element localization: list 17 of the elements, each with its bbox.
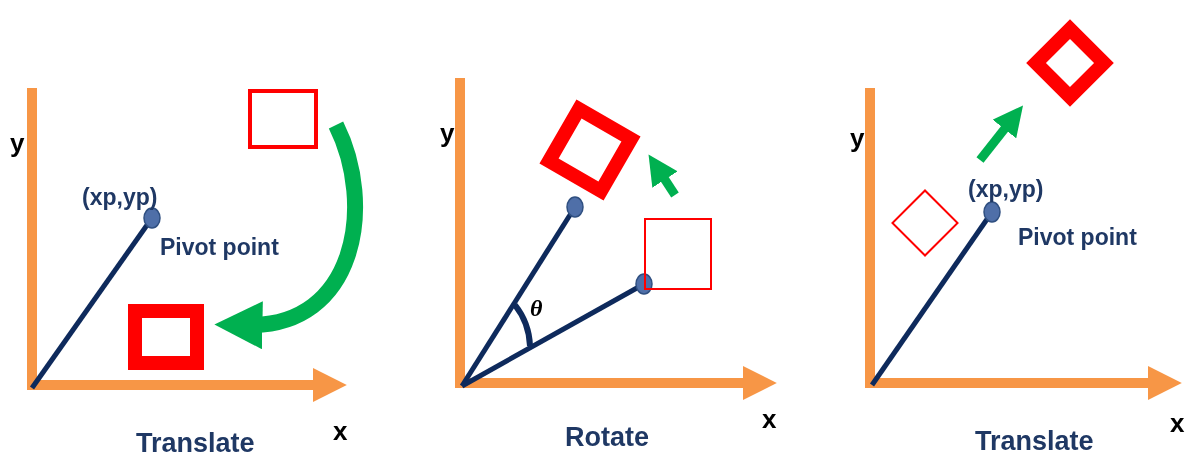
axis-label: x xyxy=(333,418,348,444)
pivot-label: Pivot point xyxy=(1018,226,1137,249)
axis-label: x xyxy=(1170,410,1185,436)
bold-square xyxy=(128,304,204,370)
caption: Translate xyxy=(975,428,1094,455)
axis-label: y xyxy=(440,120,455,146)
axis-label: y xyxy=(850,125,865,151)
pivot-label: Pivot point xyxy=(160,236,279,259)
axis-label: x xyxy=(762,406,777,432)
point-label: (xp,yp) xyxy=(968,178,1044,201)
caption: Translate xyxy=(136,430,255,457)
curved-arrow xyxy=(214,121,363,348)
point-label: (xp,yp) xyxy=(82,186,158,209)
caption: Rotate xyxy=(565,424,649,451)
angle-label: θ xyxy=(530,296,543,320)
square-outline xyxy=(248,89,318,149)
axis-label: y xyxy=(10,130,25,156)
